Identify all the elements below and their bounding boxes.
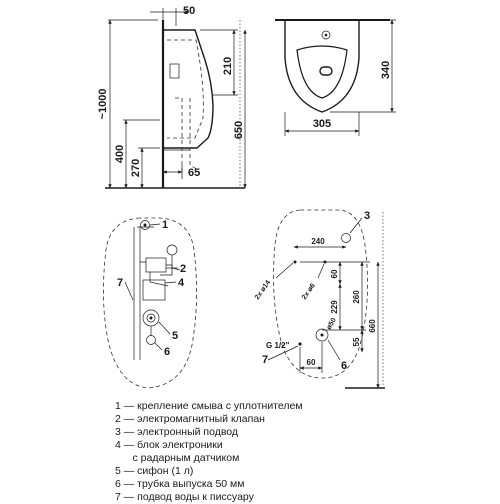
outlet-pipe [146,335,156,345]
urinal-side-profile [163,29,214,149]
front-bowl-outline [284,20,360,113]
legend-item: 2 — электромагнитный клапан [115,413,265,425]
outlet-circle [315,328,329,342]
dim-thread: G 1/2" [266,341,290,350]
front-inlet-hole [321,30,331,40]
install-left-view: 1 2 4 7 5 6 [103,217,197,389]
front-view: 305 340 [275,19,396,136]
install-left-outline [103,217,197,389]
install-right-outline [273,209,368,379]
dim-anchor-left: 2x ø14 [254,279,272,301]
callout-5: 5 [172,330,178,342]
dim-v55: 55 [352,337,361,346]
callout-4: 4 [178,277,185,289]
side-view: 50 ~1000 210 650 400 270 65 [97,5,247,189]
dim-fixing-height: 650 [233,121,245,139]
dim-outlet-offset: 65 [188,167,200,179]
dim-cut-depth: 210 [222,57,234,75]
front-bowl-inner [296,45,348,99]
front-drain-slot [319,66,333,76]
urinal-inner-dashed [167,39,204,139]
legend: 1 — крепление смыва с уплотнителем 2 — э… [115,400,495,504]
dim-v660: 660 [368,319,377,333]
dim-v260: 260 [352,290,361,304]
dim-v229: 229 [330,300,339,314]
dim-bottom-height: 400 [114,145,126,163]
dim-outlet-dia: ø50 [326,317,338,331]
dim-v60: 60 [330,269,339,278]
dim-overall-height: ~1000 [97,89,109,120]
dim-outlet-height: 270 [130,159,142,177]
legend-item: 3 — электронный подвод [115,426,239,438]
flush-fitting [169,63,180,79]
legend-item: 6 — трубка выпуска 50 мм [115,478,245,490]
legend-item: 1 — крепление смыва с уплотнителем [115,400,303,412]
callout-1: 1 [162,219,168,231]
electronics-box [142,279,166,301]
callout-2: 2 [180,263,186,275]
dim-width: 305 [313,118,331,130]
dim-240: 240 [311,237,325,246]
install-right-view: 3 240 2x ø14 2x ø6 60 229 260 660 55 ø50… [254,209,385,389]
callout-7: 7 [117,277,123,289]
solenoid-valve [145,257,167,273]
dim-depth: 340 [380,61,392,79]
dim-h60: 60 [307,358,316,367]
drain-pipe-dashed [175,97,199,180]
callout-water-inlet: 7 [262,354,268,366]
sensor-lens [166,244,178,256]
dim-anchor-right: 2x ø6 [301,282,317,301]
legend-item: 5 — сифон (1 л) [115,465,194,477]
dim-top-offset: 50 [183,5,195,17]
sensor-port [341,233,351,243]
callout-6: 6 [164,346,170,358]
callout-sensor: 3 [364,210,370,222]
legend-item: с радарным датчиком [115,452,240,464]
legend-item: 4 — блок электроники [115,439,223,451]
callout-siphon: 6 [341,360,347,372]
legend-item: 7 — подвод воды к писсуару [115,491,254,503]
